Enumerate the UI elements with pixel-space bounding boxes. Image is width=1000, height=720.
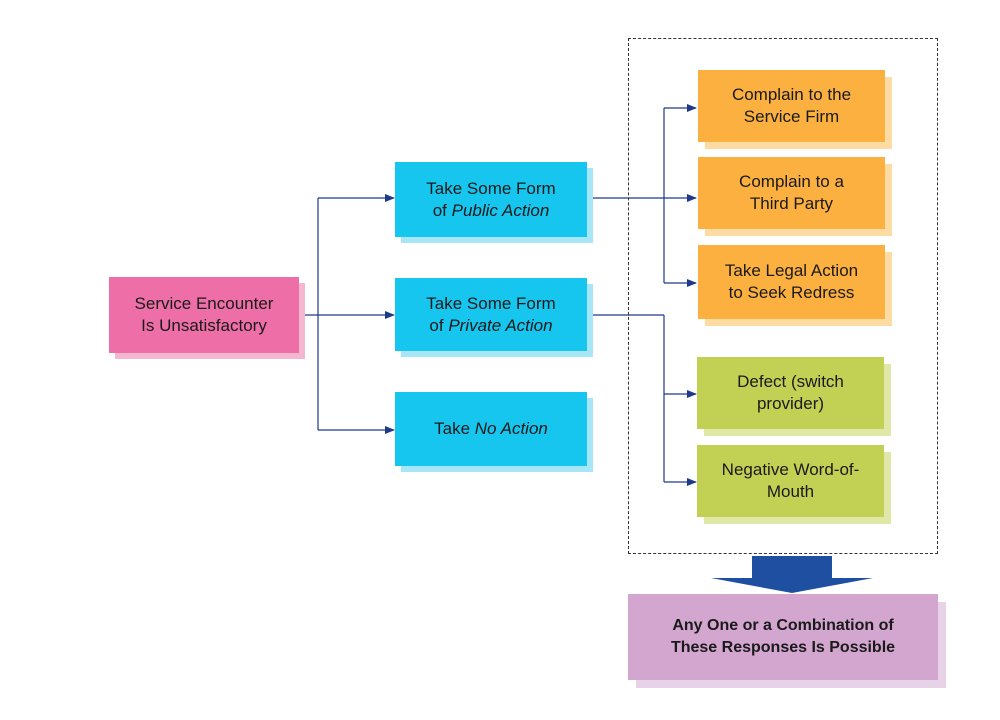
no-action-emphasis: No Action [474, 419, 548, 438]
root-box: Service Encounter Is Unsatisfactory [109, 277, 299, 353]
complain-firm-line-2: Service Firm [743, 107, 840, 126]
conclusion-line-1: Any One or a Combination of [672, 617, 894, 634]
public-action-emphasis: Public Action [451, 200, 550, 220]
legal-action-box: Take Legal Action to Seek Redress [698, 245, 885, 319]
no-action-prefix: Take [434, 419, 475, 438]
legal-action-line-2: to Seek Redress [728, 283, 855, 302]
complain-firm-box: Complain to the Service Firm [698, 70, 885, 142]
complain-firm-line-1: Complain to the [731, 85, 852, 104]
public-action-prefix: of [432, 200, 452, 220]
private-action-prefix: of [429, 315, 449, 335]
root-line-1: Service Encounter [134, 294, 274, 313]
word-of-mouth-line-2: Mouth [766, 482, 815, 501]
defect-line-1: Defect (switch [737, 372, 844, 391]
no-action-box: Take No Action [395, 392, 587, 466]
defect-line-2: provider) [756, 394, 825, 413]
big-down-arrow [711, 556, 873, 593]
private-action-box: Take Some Form of Private Action [395, 278, 587, 351]
private-action-emphasis: Private Action [448, 315, 553, 335]
complain-third-party-box: Complain to a Third Party [698, 157, 885, 229]
complain-third-party-line-2: Third Party [749, 194, 834, 213]
public-action-line-1: Take Some Form [426, 178, 556, 198]
word-of-mouth-line-1: Negative Word-of- [721, 460, 860, 479]
responses-dashed-frame [628, 38, 938, 554]
root-line-2: Is Unsatisfactory [141, 316, 267, 335]
word-of-mouth-box: Negative Word-of- Mouth [697, 445, 884, 517]
legal-action-line-1: Take Legal Action [724, 261, 859, 280]
public-action-box: Take Some Form of Public Action [395, 162, 587, 237]
complain-third-party-line-1: Complain to a [739, 172, 844, 191]
defect-box: Defect (switch provider) [697, 357, 884, 429]
conclusion-box: Any One or a Combination of These Respon… [628, 594, 938, 680]
private-action-line-1: Take Some Form [426, 293, 556, 313]
conclusion-line-2: These Responses Is Possible [670, 639, 896, 656]
